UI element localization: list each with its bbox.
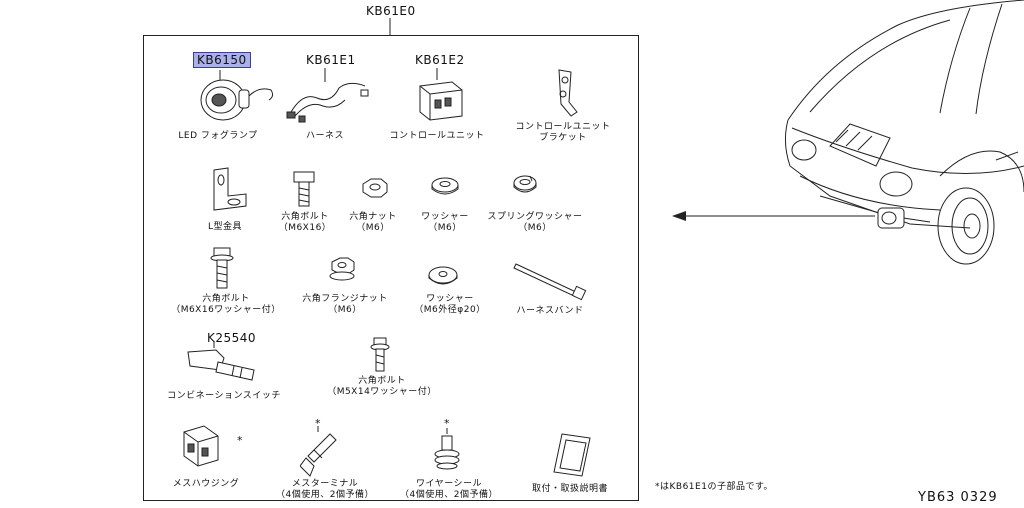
asterisk-seal: * [444, 417, 450, 430]
l-bracket-icon[interactable] [206, 166, 251, 211]
footnote: *はKB61E1の子部品です。 [655, 482, 774, 492]
part-label-bolt: 六角ボルト （M6X16） [278, 212, 332, 233]
part-label-flange-bolt: 六角ボルト （M6X16ワッシャー付） [171, 294, 281, 315]
part-label-combination-switch: コンビネーションスイッチ [167, 391, 281, 401]
part-label-cable-tie: ハーネスバンド [516, 306, 584, 316]
vehicle-icon[interactable] [770, 0, 1024, 300]
part-label-l-bracket: L型金具 [207, 222, 242, 232]
flange-bolt-icon[interactable] [208, 244, 238, 292]
asterisk-terminal: * [315, 417, 321, 430]
bracket-icon[interactable] [545, 68, 585, 123]
part-label-manual: 取付・取扱説明書 [531, 484, 608, 494]
pointer-arrow-icon [672, 211, 875, 221]
part-label-wire-seal: ワイヤーシール （4個使用、2個予備） [400, 479, 498, 500]
part-label-spring-washer: スプリングワッシャー （M6） [487, 212, 583, 233]
large-washer-icon[interactable] [426, 264, 460, 290]
cable-tie-icon[interactable] [512, 258, 592, 302]
part-code-harness[interactable]: KB61E1 [306, 53, 356, 67]
manual-icon[interactable] [552, 432, 592, 478]
part-label-nut: 六角ナット （M6） [349, 212, 397, 233]
small-bolt-icon[interactable] [368, 334, 394, 374]
part-label-female-housing: メスハウジング [172, 479, 240, 489]
diagram-id: YB63 0329 [918, 490, 998, 505]
part-label-flange-nut: 六角フランジナット （M6） [302, 294, 388, 315]
part-label-fog-lamp: LED フォグランプ [178, 131, 258, 141]
part-label-harness: ハーネス [305, 131, 344, 141]
harness-icon[interactable] [285, 68, 370, 128]
kit-leader-line [389, 18, 391, 35]
washer-icon[interactable] [429, 175, 461, 199]
part-label-small-bolt: 六角ボルト （M5X14ワッシャー付） [327, 376, 437, 397]
wire-seal-icon[interactable] [430, 428, 464, 472]
flange-nut-icon[interactable] [326, 256, 356, 284]
female-housing-icon[interactable] [176, 422, 226, 472]
asterisk-housing: * [237, 434, 243, 447]
part-code-combination-switch[interactable]: K25540 [207, 331, 257, 345]
part-label-bracket: コントロールユニット ブラケット [515, 122, 611, 143]
part-label-female-terminal: メスターミナル （4個使用、2個予備） [276, 479, 374, 500]
fog-lamp-icon[interactable] [195, 70, 280, 125]
bolt-icon[interactable] [290, 168, 320, 210]
kit-contents-box [143, 35, 639, 501]
part-code-control-unit[interactable]: KB61E2 [415, 53, 465, 67]
female-terminal-icon[interactable] [300, 426, 346, 480]
part-label-large-washer: ワッシャー （M6外径φ20） [414, 294, 486, 315]
combination-switch-icon[interactable] [184, 342, 264, 384]
control-unit-icon[interactable] [415, 68, 470, 123]
part-label-washer: ワッシャー （M6） [421, 212, 469, 233]
part-code-fog-lamp[interactable]: KB6150 [193, 52, 251, 68]
nut-icon[interactable] [359, 176, 389, 202]
kit-code: KB61E0 [366, 4, 416, 18]
part-label-control-unit: コントロールユニット [389, 131, 485, 141]
spring-washer-icon[interactable] [510, 173, 540, 197]
